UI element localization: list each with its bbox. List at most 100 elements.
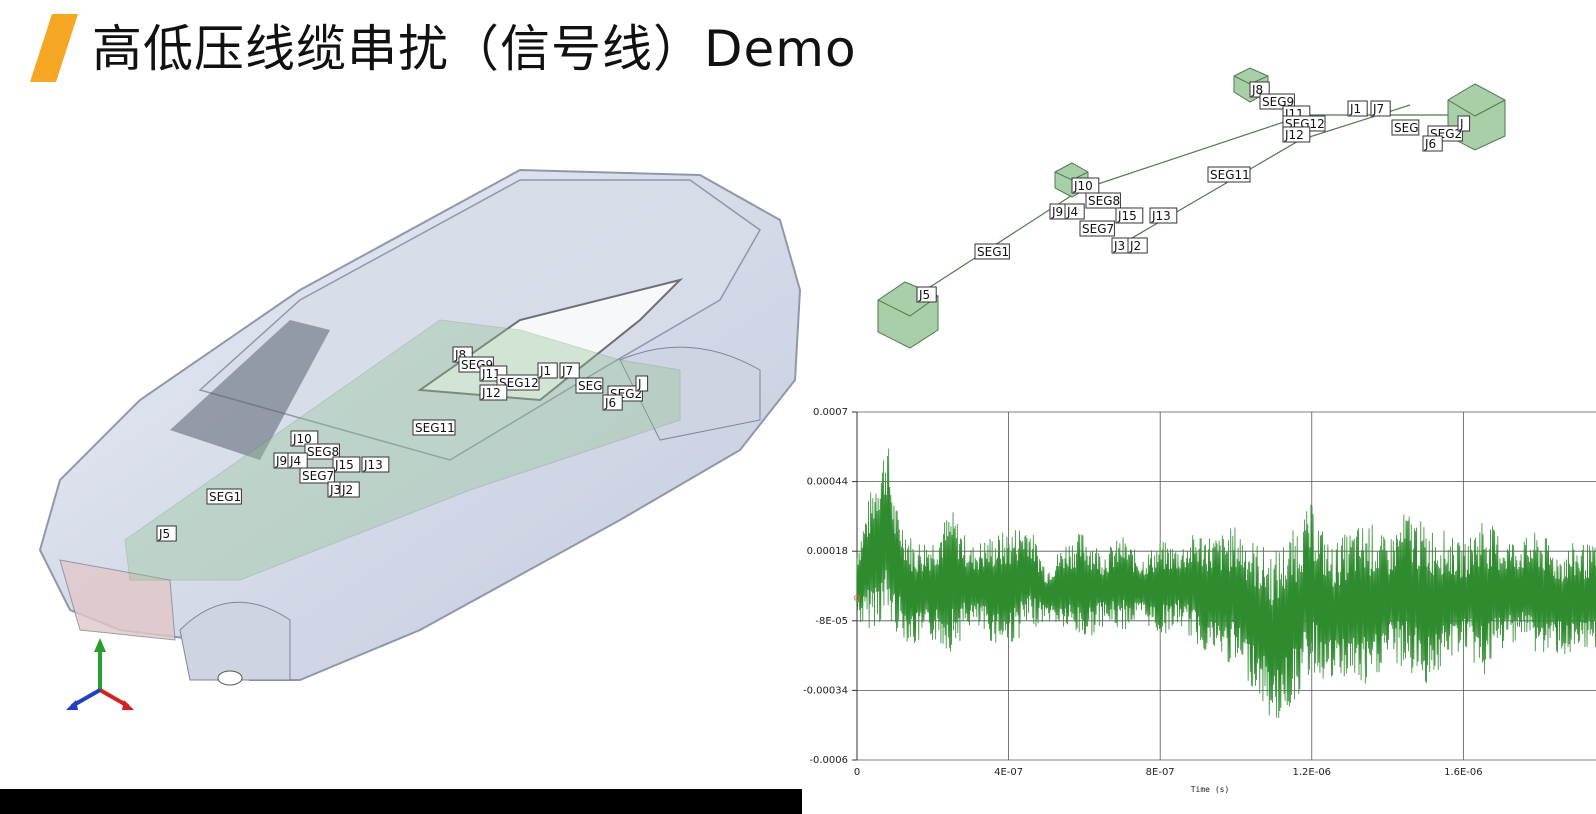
harness-label-j: J — [635, 375, 649, 392]
svg-text:SEG12: SEG12 — [499, 376, 539, 390]
harness-label-j9: J9 — [1049, 203, 1070, 220]
svg-text:J9: J9 — [275, 454, 287, 468]
svg-text:SEG11: SEG11 — [415, 421, 455, 435]
svg-text:J: J — [1459, 117, 1464, 131]
svg-text:SEG8: SEG8 — [307, 445, 339, 459]
svg-text:J6: J6 — [604, 396, 616, 410]
harness-label-j1: J1 — [1347, 100, 1368, 117]
x-tick-label: 1.6E-06 — [1444, 767, 1483, 778]
svg-text:SEG7: SEG7 — [302, 469, 334, 483]
svg-text:J6: J6 — [1424, 137, 1436, 151]
harness-label-seg1: SEG1 — [206, 488, 242, 505]
y-tick-label: -8E-05 — [815, 616, 848, 627]
y-tick-label: 0.00018 — [807, 546, 848, 557]
svg-text:SEG7: SEG7 — [1082, 222, 1114, 236]
svg-text:SEG1: SEG1 — [977, 245, 1009, 259]
svg-text:J1: J1 — [1349, 102, 1361, 116]
harness-label-j2: J2 — [339, 481, 360, 498]
y-tick-labels: 0.0007 0.00044 0.00018 -8E-05 -0.00034 -0.000… — [803, 407, 848, 766]
x-tick-label: 1.2E-06 — [1292, 767, 1331, 778]
svg-text:J10: J10 — [1073, 179, 1093, 193]
y-tick-label: 0.00044 — [807, 477, 848, 488]
page-title: 高低压线缆串扰（信号线）Demo — [92, 20, 857, 78]
harness-volume — [124, 319, 681, 581]
harness-label-seg8: SEG8 — [304, 443, 340, 460]
harness-label-j15: J15 — [1115, 207, 1144, 224]
harness-label-j13: J13 — [361, 456, 390, 473]
title-accent-bar — [30, 14, 78, 82]
svg-text:J15: J15 — [334, 458, 354, 472]
harness-label-seg: SEG — [575, 377, 604, 394]
harness-label-j13: J13 — [1149, 207, 1178, 224]
y-tick-label: -0.0006 — [809, 755, 848, 766]
svg-text:J4: J4 — [1066, 205, 1078, 219]
svg-text:J3: J3 — [1113, 239, 1125, 253]
svg-text:J4: J4 — [289, 454, 301, 468]
svg-text:SEG8: SEG8 — [1088, 194, 1120, 208]
harness-label-seg: SEG — [1391, 119, 1420, 136]
svg-text:SEG1: SEG1 — [209, 490, 241, 504]
svg-text:J10: J10 — [292, 432, 312, 446]
front-grille — [59, 559, 176, 641]
harness-label-j15: J15 — [332, 456, 361, 473]
harness-label-seg11: SEG11 — [412, 419, 456, 436]
harness-label-j: J — [1457, 115, 1471, 132]
x-tick-label: 0 — [854, 767, 860, 778]
harness-label-j4: J4 — [1064, 203, 1085, 220]
fog-light — [217, 670, 243, 686]
wheel-rear — [619, 346, 761, 441]
svg-text:J2: J2 — [1129, 239, 1141, 253]
svg-text:J12: J12 — [1284, 128, 1304, 142]
crosstalk-chart[interactable]: 0.0007 0.00044 0.00018 -8E-05 -0.00034 -0.000… — [800, 398, 1596, 814]
svg-text:J7: J7 — [561, 364, 573, 378]
y-tick-label: 0.0007 — [813, 407, 848, 418]
harness-label-j2: J2 — [1127, 237, 1148, 254]
x-axis-label: Time (s) — [1191, 785, 1230, 794]
svg-text:SEG11: SEG11 — [1210, 168, 1250, 182]
svg-text:J11: J11 — [481, 367, 501, 381]
harness-label-j7: J7 — [1370, 100, 1391, 117]
svg-text:J13: J13 — [363, 458, 383, 472]
wheel-front — [179, 601, 291, 681]
svg-text:J1: J1 — [539, 364, 551, 378]
harness-label-j10: J10 — [1071, 177, 1100, 194]
harness-label-j12: J12 — [479, 384, 508, 401]
axis-triad — [66, 638, 134, 710]
svg-text:J3: J3 — [329, 483, 341, 497]
svg-text:J5: J5 — [918, 288, 930, 302]
harness-label-j1: J1 — [537, 362, 558, 379]
svg-text:J15: J15 — [1117, 209, 1137, 223]
harness-label-j10: J10 — [290, 430, 319, 447]
harness-label-j3: J3 — [1111, 237, 1132, 254]
harness-label-seg1: SEG1 — [974, 243, 1010, 260]
bottom-bar — [0, 789, 802, 814]
y-tick-label: -0.00034 — [803, 685, 848, 696]
harness-label-j6: J6 — [602, 394, 623, 411]
svg-text:J2: J2 — [341, 483, 353, 497]
svg-text:SEG: SEG — [1394, 121, 1419, 135]
harness-label-seg12: SEG12 — [496, 374, 540, 391]
harness-label-j6: J6 — [1422, 135, 1443, 152]
svg-text:J12: J12 — [481, 386, 501, 400]
harness-lines — [909, 104, 1470, 301]
svg-text:J: J — [637, 377, 642, 391]
svg-text:SEG: SEG — [578, 379, 603, 393]
harness-label-j5: J5 — [156, 525, 177, 542]
harness-label-seg11: SEG11 — [1207, 166, 1251, 183]
harness-label-seg7: SEG7 — [1079, 220, 1115, 237]
series-signal-line — [856, 448, 1596, 718]
harness-label-j7: J7 — [559, 362, 580, 379]
svg-text:J5: J5 — [158, 527, 170, 541]
harness-label-seg8: SEG8 — [1085, 192, 1121, 209]
car-roof — [198, 179, 761, 461]
harness-label-j5: J5 — [916, 286, 937, 303]
harness-label-seg7: SEG7 — [299, 467, 335, 484]
svg-text:J9: J9 — [1051, 205, 1063, 219]
windshield — [170, 320, 330, 460]
harness-label-j12: J12 — [1282, 126, 1311, 143]
series-start-marker — [854, 595, 860, 601]
x-tick-label: 4E-07 — [994, 767, 1023, 778]
